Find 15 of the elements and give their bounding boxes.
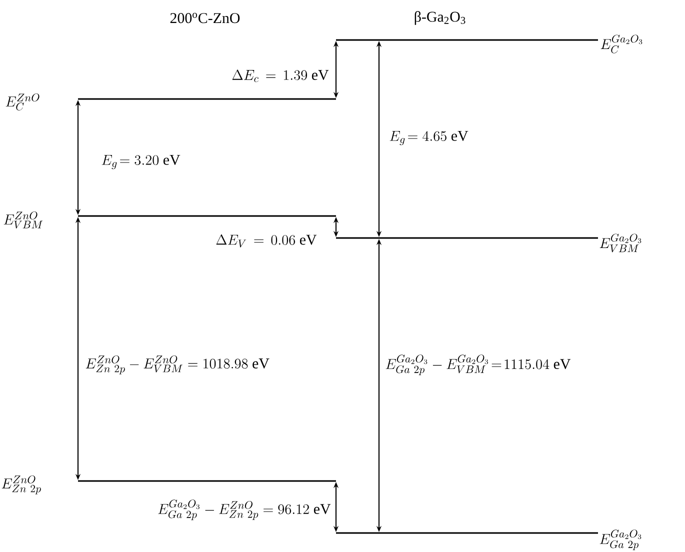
level-label: $E_{VBM}^{Ga_2O_3}$	[600, 234, 642, 252]
offset-label: $\Delta E_V\,=\,0.06\ \mathrm{eV}$	[216, 234, 317, 248]
level-label: $E_{Zn\ 2p}^{ZnO}$	[2, 475, 41, 494]
level-label: $E_{VBM}^{ZnO}$	[4, 212, 43, 228]
level-label: $E_{Ga\ 2p}^{Ga_2O_3}$	[600, 530, 642, 550]
column-title: 200$^{o}$C-ZnO	[170, 12, 240, 24]
energy-difference-label: $E_{Ga\ 2p}^{Ga_2O_3}-E_{Zn\ 2p}^{ZnO}=96.12\ \mathrm{eV}$	[158, 500, 331, 520]
level-label: $E_{C}^{ZnO}$	[6, 94, 40, 110]
column-title: β-Ga$_{2}$O$_{3}$	[414, 11, 466, 25]
offset-label: $\Delta E_c\,=\,1.39\ \mathrm{eV}$	[232, 70, 329, 82]
gap-label: $E_g\!=3.20\ \mathrm{eV}$	[102, 154, 180, 170]
energy-difference-label: $E_{Zn\ 2p}^{ZnO}-E_{VBM}^{ZnO}=1018.98\ \mathrm{eV}$	[86, 355, 270, 374]
level-label: $E_{C}^{Ga_2O_3}$	[600, 34, 642, 54]
gap-label: $E_g\!=4.65\ \mathrm{eV}$	[390, 130, 468, 146]
energy-difference-label: $E_{Ga\ 2p}^{Ga_2O_3}-E_{VBM}^{Ga_2O_3}\!=\!1115.04\ \mathrm{eV}$	[386, 354, 571, 376]
